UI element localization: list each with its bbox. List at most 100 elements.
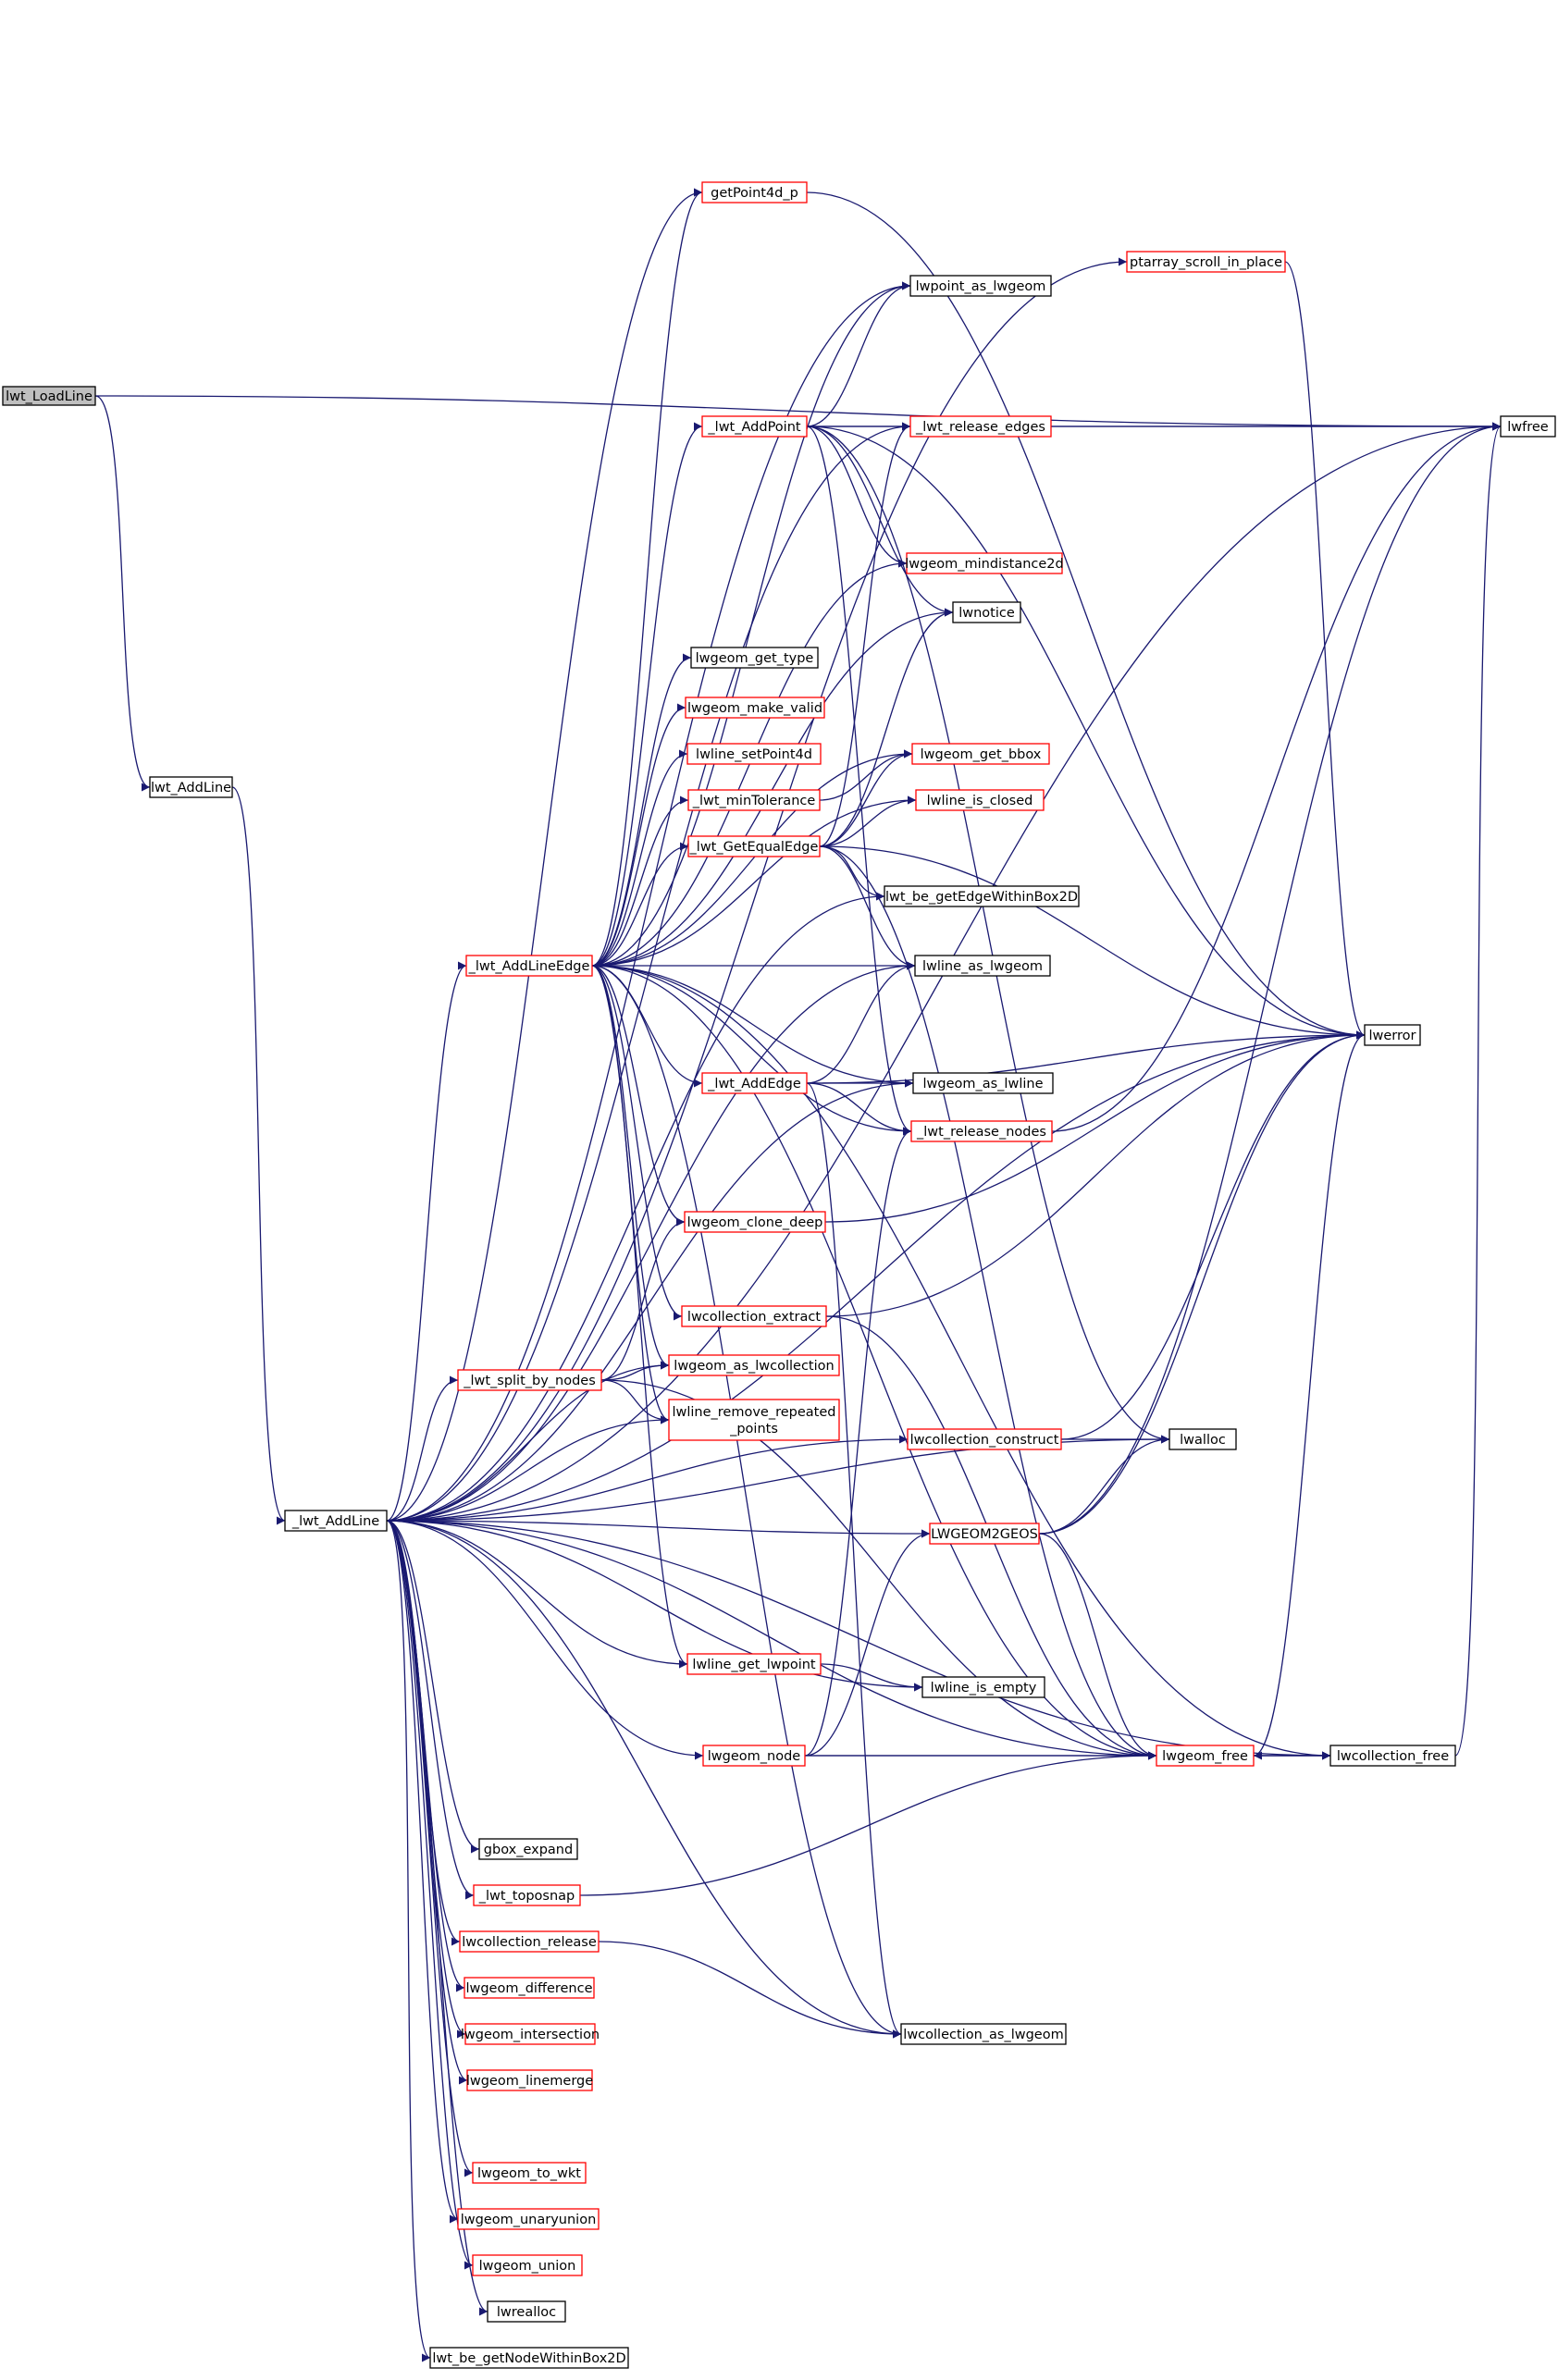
function-node-lwgeom_clone_deep[interactable]: lwgeom_clone_deep [684,1211,826,1233]
function-node-_lwt_AddLineEdge[interactable]: _lwt_AddLineEdge [465,955,593,977]
node-label: lwgeom_as_lwline [922,1077,1043,1091]
function-node-_lwt_AddLine[interactable]: _lwt_AddLine [284,1510,388,1532]
function-node-getPoint4d_p[interactable]: getPoint4d_p [701,181,808,203]
function-node-lwline_setPoint4d[interactable]: lwline_setPoint4d [686,743,822,765]
function-node-_lwt_AddEdge[interactable]: _lwt_AddEdge [701,1072,808,1094]
node-label: lwerror [1369,1029,1416,1043]
function-node-lwgeom_as_lwline[interactable]: lwgeom_as_lwline [912,1072,1054,1094]
call-edge-_lwt_AddLineEdge-to-lwgeom_as_lwcollection [591,965,670,1370]
function-node-lwfree[interactable]: lwfree [1500,415,1556,438]
function-node-lwpoint_as_lwgeom[interactable]: lwpoint_as_lwgeom [909,275,1052,297]
call-edge-_lwt_AddLine-to-lwgeom_node [386,1520,704,1760]
call-edge-lwt_LoadLine-to-lwfree [94,395,1502,431]
function-node-lwgeom_unaryunion[interactable]: lwgeom_unaryunion [457,2208,600,2230]
function-node-lwline_is_empty[interactable]: lwline_is_empty [921,1676,1045,1698]
function-node-lwgeom_difference[interactable]: lwgeom_difference [464,1977,595,1999]
call-edge-lwgeom_free-to-lwerror [1253,1030,1366,1757]
function-node-lwline_as_lwgeom[interactable]: lwline_as_lwgeom [914,955,1051,977]
node-label: _lwt_release_nodes [916,1125,1046,1140]
function-node-lwline_get_lwpoint[interactable]: lwline_get_lwpoint [686,1653,822,1675]
call-edge-lwgeom_node-to-LWGEOM2GEOS [804,1529,931,1757]
function-node-lwcollection_free[interactable]: lwcollection_free [1329,1745,1456,1767]
function-node-lwcollection_as_lwgeom[interactable]: lwcollection_as_lwgeom [900,2023,1067,2045]
function-node-lwline_is_closed[interactable]: lwline_is_closed [915,789,1045,811]
node-box [473,1884,581,1906]
function-node-lwt_be_getEdgeWithinBox2D[interactable]: lwt_be_getEdgeWithinBox2D [884,885,1080,907]
call-edge-_lwt_toposnap-to-lwgeom_free [579,1751,1157,1896]
call-edge-_lwt_GetEqualEdge-to-lwgeom_free [819,845,1157,1760]
node-label: LWGEOM2GEOS [931,1527,1038,1542]
node-box [929,1523,1040,1545]
function-node-lwgeom_node[interactable]: lwgeom_node [702,1745,806,1767]
call-edge-lwcollection_extract-to-lwerror [825,1030,1366,1317]
function-node-_lwt_release_edges[interactable]: _lwt_release_edges [909,415,1052,438]
function-node-lwt_be_getNodeWithinBox2D[interactable]: lwt_be_getNodeWithinBox2D [429,2347,629,2369]
function-node-lwgeom_mindistance2d[interactable]: lwgeom_mindistance2d [905,552,1064,574]
call-edge-LWGEOM2GEOS-to-lwgeom_free [1038,1533,1157,1760]
nodes: lwt_LoadLine lwt_AddLine _lwt_AddLine lwfre… [2,181,1556,2369]
node-box [701,1072,808,1094]
function-node-lwerror[interactable]: lwerror [1364,1024,1421,1046]
function-node-_lwt_split_by_nodes[interactable]: _lwt_split_by_nodes [457,1369,602,1391]
call-edge-_lwt_AddLine-to-_lwt_AddLineEdge [386,961,467,1522]
node-label: _lwt_minTolerance [692,794,816,808]
function-node-lwgeom_union[interactable]: lwgeom_union [472,2254,583,2276]
function-node-ptarray_scroll_in_place[interactable]: ptarray_scroll_in_place [1126,251,1286,273]
function-node-lwcollection_extract[interactable]: lwcollection_extract [681,1305,827,1327]
function-node-lwt_LoadLine: lwt_LoadLine [2,386,96,406]
function-node-lwt_AddLine[interactable]: lwt_AddLine [149,776,233,798]
node-box [466,2069,593,2091]
call-edge-_lwt_AddLineEdge-to-lwpoint_as_lwgeom [591,281,911,967]
node-label: lwline_is_closed [927,794,1033,808]
function-node-lwgeom_make_valid[interactable]: lwgeom_make_valid [685,697,825,719]
call-edge-_lwt_AddEdge-to-lwerror [806,1030,1366,1084]
call-edge-_lwt_AddLine-to-lwt_be_getNodeWithinBox2D [386,1520,431,2362]
node-box [701,181,808,203]
call-edge-_lwt_AddLineEdge-to-_lwt_AddEdge [591,965,703,1088]
function-node-lwcollection_construct[interactable]: lwcollection_construct [907,1428,1062,1450]
function-node-lwgeom_to_wkt[interactable]: lwgeom_to_wkt [472,2162,587,2184]
function-node-lwalloc[interactable]: lwalloc [1168,1428,1237,1450]
function-node-lwline_remove_repeated_points[interactable]: lwline_remove_repeated_points [668,1399,840,1441]
function-node-lwgeom_as_lwcollection[interactable]: lwgeom_as_lwcollection [668,1354,840,1376]
function-node-_lwt_release_nodes[interactable]: _lwt_release_nodes [910,1120,1053,1142]
function-node-lwcollection_release[interactable]: lwcollection_release [459,1930,600,1953]
node-label: lwcollection_free [1337,1749,1449,1764]
function-node-_lwt_toposnap[interactable]: _lwt_toposnap [473,1884,581,1906]
function-node-lwrealloc[interactable]: lwrealloc [487,2300,566,2323]
function-node-lwgeom_get_bbox[interactable]: lwgeom_get_bbox [911,743,1050,765]
call-edge-_lwt_AddLine-to-lwgeom_to_wkt [386,1520,474,2177]
call-edge-_lwt_AddLineEdge-to-lwnotice [591,608,954,967]
node-box [912,1072,1054,1094]
node-label: lwline_is_empty [931,1681,1037,1696]
node-box [1126,251,1286,273]
call-edge-LWGEOM2GEOS-to-lwerror [1038,1030,1366,1535]
function-node-lwgeom_linemerge[interactable]: lwgeom_linemerge [466,2069,593,2091]
node-box [284,1510,388,1532]
function-node-lwgeom_free[interactable]: lwgeom_free [1156,1745,1255,1767]
call-edge-_lwt_AddLine-to-lwline_as_lwgeom [386,961,916,1522]
call-edge-lwt_LoadLine-to-lwt_AddLine [94,395,151,792]
node-box [464,2023,596,2045]
function-node-LWGEOM2GEOS[interactable]: LWGEOM2GEOS [929,1523,1040,1545]
node-label: _lwt_AddLineEdge [468,959,590,974]
node-box [685,697,825,719]
function-node-gbox_expand[interactable]: gbox_expand [478,1838,578,1860]
call-edge-_lwt_AddLine-to-lwt_be_getEdgeWithinBox2D [386,892,885,1522]
function-node-_lwt_AddPoint[interactable]: _lwt_AddPoint [701,415,808,438]
function-node-lwnotice[interactable]: lwnotice [952,601,1021,623]
node-box [906,552,1063,574]
call-edge-_lwt_AddLine-to-_lwt_split_by_nodes [386,1375,459,1522]
node-box [457,1369,602,1391]
call-edge-_lwt_AddLineEdge-to-lwcollection_extract [591,965,683,1321]
function-node-lwgeom_intersection[interactable]: lwgeom_intersection [461,2023,600,2045]
call-edge-_lwt_GetEqualEdge-to-lwline_as_lwgeom [819,845,916,970]
call-edge-_lwt_AddLine-to-_lwt_toposnap [386,1520,475,1900]
node-box [472,2162,587,2184]
function-node-_lwt_minTolerance[interactable]: _lwt_minTolerance [687,789,821,811]
node-box [701,415,808,438]
node-label: ptarray_scroll_in_place [1130,255,1282,270]
function-node-lwgeom_get_type[interactable]: lwgeom_get_type [690,647,819,669]
function-node-_lwt_GetEqualEdge[interactable]: _lwt_GetEqualEdge [687,835,821,857]
